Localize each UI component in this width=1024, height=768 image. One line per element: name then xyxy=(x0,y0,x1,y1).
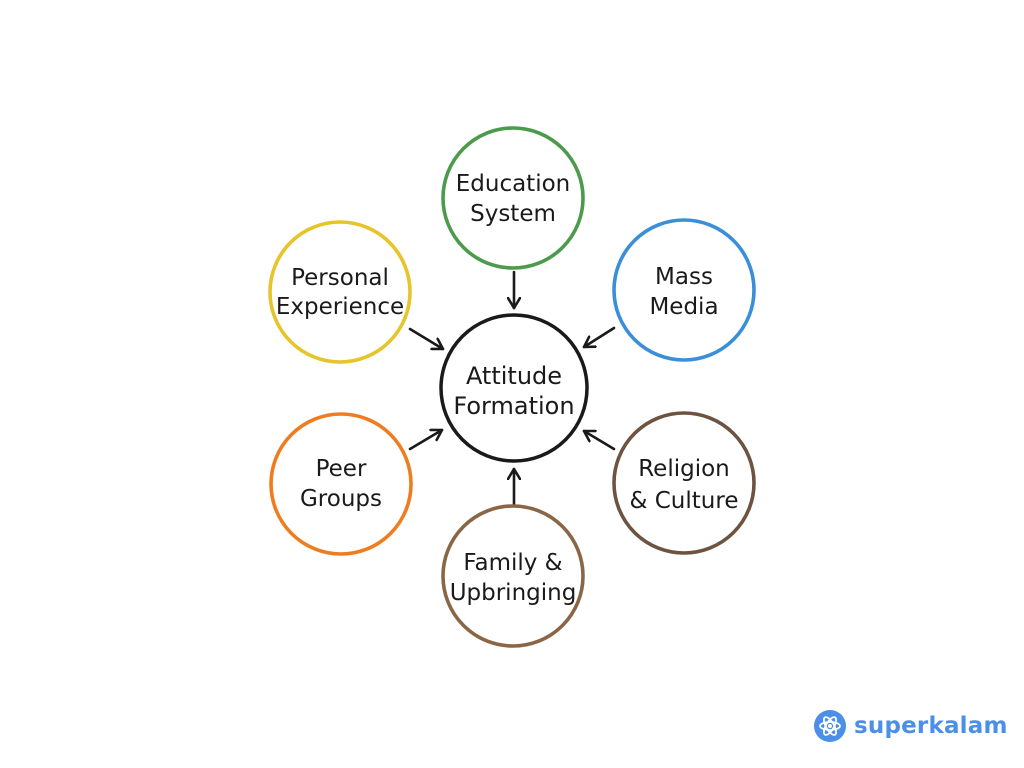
arrow-peer-groups xyxy=(408,430,444,451)
node-label-mass-media-line-1: Mass xyxy=(655,264,713,290)
arrow-personal-experience xyxy=(408,327,445,351)
node-circle-family-upbringing xyxy=(441,504,585,648)
node-label-mass-media-line-2: Media xyxy=(649,294,718,320)
node-education-system: Education System xyxy=(441,126,585,270)
node-label-family-upbringing-line-1: Family & xyxy=(463,550,562,576)
center-node-attitude-formation: Attitude Formation xyxy=(439,313,589,463)
node-label-personal-experience-line-2: Experience xyxy=(276,294,404,320)
node-label-religion-culture-line-1: Religion xyxy=(638,456,730,482)
node-circle-personal-experience xyxy=(268,220,412,364)
node-label-peer-groups-line-2: Groups xyxy=(300,486,382,512)
node-mass-media: Mass Media xyxy=(612,218,756,362)
brand-name: superkalam xyxy=(854,713,1008,739)
node-circle-mass-media xyxy=(612,218,756,362)
node-label-personal-experience-line-1: Personal xyxy=(291,265,389,291)
node-family-upbringing: Family & Upbringing xyxy=(441,504,585,648)
center-node-circle xyxy=(439,313,589,463)
node-personal-experience: Personal Experience xyxy=(268,220,412,364)
node-label-peer-groups-line-1: Peer xyxy=(316,456,367,482)
node-peer-groups: Peer Groups xyxy=(269,412,413,556)
arrow-mass-media xyxy=(582,326,616,349)
node-label-education-system-line-2: System xyxy=(470,201,556,227)
arrow-religion-culture xyxy=(582,429,616,451)
node-circle-peer-groups xyxy=(269,412,413,556)
node-circle-religion-culture xyxy=(612,411,756,555)
superkalam-logo-icon xyxy=(814,710,846,742)
center-label-line-2: Formation xyxy=(453,392,574,420)
brand-watermark: superkalam xyxy=(814,708,1008,744)
node-label-religion-culture-line-2: & Culture xyxy=(630,488,739,514)
node-circle-education-system xyxy=(441,126,585,270)
node-label-family-upbringing-line-2: Upbringing xyxy=(450,580,577,606)
node-religion-culture: Religion & Culture xyxy=(612,411,756,555)
center-label-line-1: Attitude xyxy=(466,362,562,390)
node-label-education-system-line-1: Education xyxy=(456,171,571,197)
